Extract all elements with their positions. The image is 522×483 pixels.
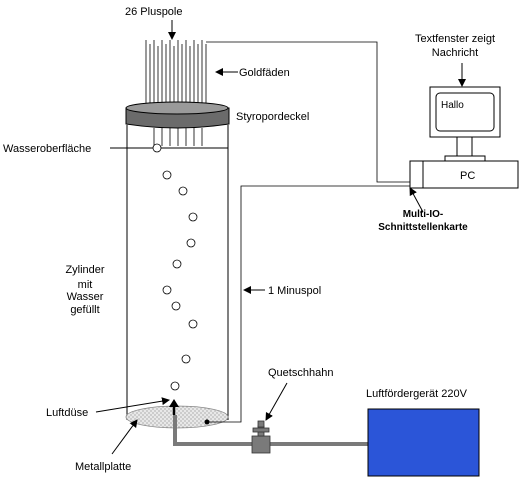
air-pump bbox=[367, 408, 480, 477]
label-pc: PC bbox=[460, 170, 475, 182]
label-textfenster-line1: Textfenster zeigt bbox=[415, 33, 495, 45]
label-zylinder-line3: Wasser bbox=[67, 291, 104, 303]
signal-wires bbox=[206, 41, 410, 423]
label-minuspol: 1 Minuspol bbox=[268, 285, 321, 297]
monitor-text: Hallo bbox=[441, 100, 464, 111]
label-quetschhahn: Quetschhahn bbox=[268, 367, 333, 379]
arrow-metallplatte bbox=[111, 419, 138, 455]
label-metallplatte: Metallplatte bbox=[75, 461, 131, 473]
label-zylinder-line2: mit bbox=[78, 279, 93, 291]
monitor bbox=[429, 86, 501, 162]
label-wasseroberflaeche: Wasseroberfläche bbox=[3, 143, 91, 155]
cylinder bbox=[126, 125, 229, 420]
arrow-luftduese bbox=[95, 397, 170, 413]
arrow-quetschhahn bbox=[265, 382, 288, 421]
label-zylinder-line1: Zylinder bbox=[65, 264, 104, 276]
arrow-karte bbox=[409, 187, 424, 213]
air-pipe bbox=[173, 415, 368, 446]
label-styropordeckel: Styropordeckel bbox=[236, 111, 309, 123]
label-goldfaeden: Goldfäden bbox=[239, 67, 290, 79]
label-luftfoerdergeraet: Luftfördergerät 220V bbox=[366, 388, 468, 400]
label-pluspole: 26 Pluspole bbox=[125, 6, 183, 18]
pc-box bbox=[409, 160, 519, 189]
label-zylinder-line4: gefüllt bbox=[70, 304, 99, 316]
air-nozzle bbox=[169, 399, 179, 415]
label-luftduese: Luftdüse bbox=[46, 407, 88, 419]
label-karte-line2: Schnittstellenkarte bbox=[378, 222, 468, 233]
label-textfenster-line2: Nachricht bbox=[432, 47, 478, 59]
gold-wires bbox=[145, 40, 207, 146]
air-bubbles bbox=[152, 143, 198, 391]
squeeze-valve bbox=[251, 420, 271, 454]
styrofoam-lid bbox=[125, 101, 230, 129]
label-karte-line1: Multi-IO- bbox=[403, 209, 444, 220]
